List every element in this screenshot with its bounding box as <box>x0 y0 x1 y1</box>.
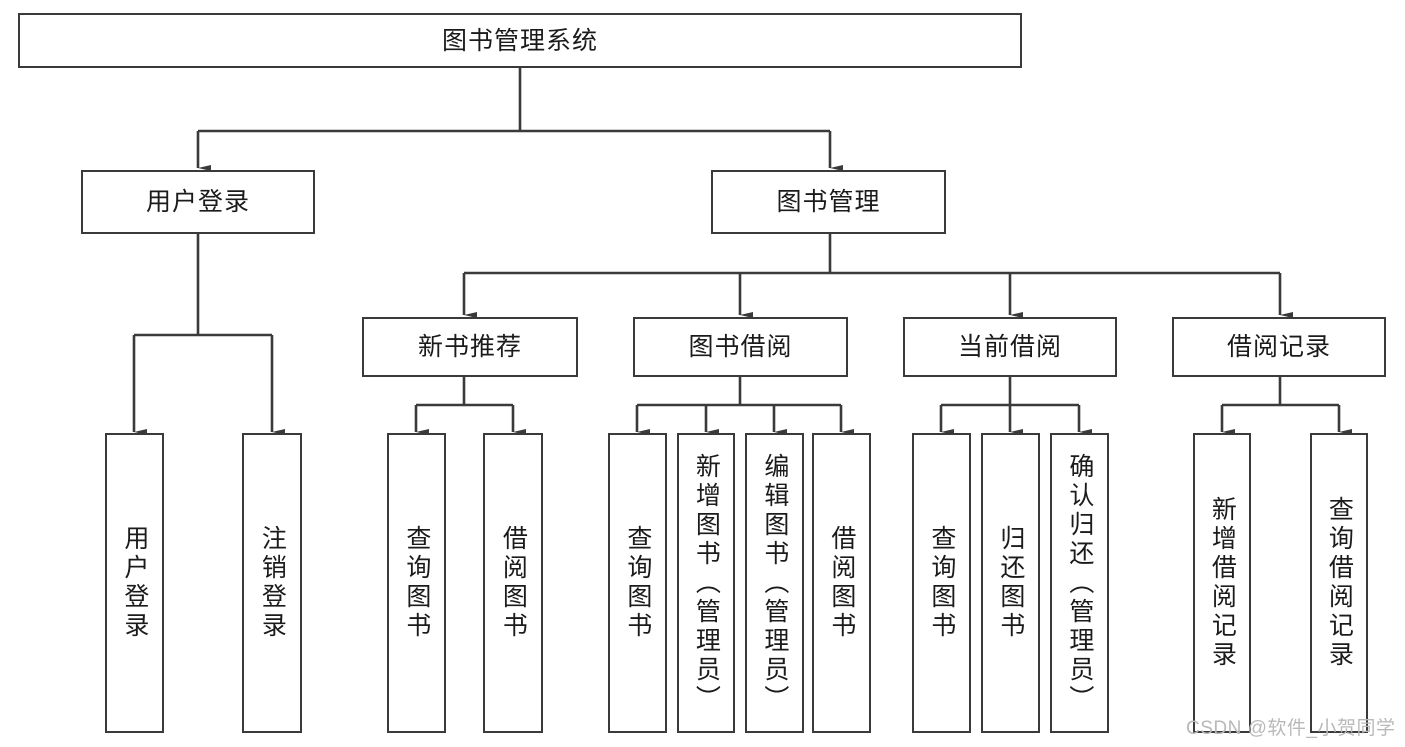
node-new-book-recommend-label: 新书推荐 <box>417 333 522 361</box>
node-book-management[interactable]: 图书管理 <box>711 170 946 234</box>
leaf-add-book-label: 新增图书（管理员） <box>692 452 721 714</box>
leaf-edit-book-label: 编辑图书（管理员） <box>760 452 789 714</box>
node-root-label: 图书管理系统 <box>441 26 598 55</box>
leaf-query-book-2-label: 查询图书 <box>623 525 652 641</box>
leaf-borrow-book-1[interactable]: 借阅图书 <box>483 433 543 733</box>
node-current-borrow-label: 当前借阅 <box>957 333 1062 361</box>
leaf-query-book-1[interactable]: 查询图书 <box>387 433 446 733</box>
node-book-borrow[interactable]: 图书借阅 <box>633 317 848 377</box>
leaf-query-book-3-label: 查询图书 <box>927 525 956 641</box>
leaf-user-login-label: 用户登录 <box>120 525 149 641</box>
leaf-return-book-label: 归还图书 <box>996 525 1025 641</box>
leaf-return-book[interactable]: 归还图书 <box>981 433 1040 733</box>
leaf-borrow-book-2[interactable]: 借阅图书 <box>812 433 871 733</box>
leaf-query-book-1-label: 查询图书 <box>402 525 431 641</box>
leaf-query-book-2[interactable]: 查询图书 <box>608 433 667 733</box>
leaf-query-record-label: 查询借阅记录 <box>1325 496 1354 670</box>
node-book-borrow-label: 图书借阅 <box>688 333 793 361</box>
leaf-add-record-label: 新增借阅记录 <box>1208 496 1237 670</box>
node-borrow-record-label: 借阅记录 <box>1226 333 1331 361</box>
leaf-user-login[interactable]: 用户登录 <box>105 433 164 733</box>
leaf-borrow-book-1-label: 借阅图书 <box>499 525 528 641</box>
node-user-login[interactable]: 用户登录 <box>81 170 315 234</box>
leaf-add-book[interactable]: 新增图书（管理员） <box>677 433 735 733</box>
leaf-edit-book[interactable]: 编辑图书（管理员） <box>745 433 804 733</box>
leaf-confirm-return[interactable]: 确认归还（管理员） <box>1050 433 1109 733</box>
leaf-borrow-book-2-label: 借阅图书 <box>827 525 856 641</box>
leaf-add-record[interactable]: 新增借阅记录 <box>1193 433 1251 733</box>
leaf-confirm-return-label: 确认归还（管理员） <box>1065 452 1094 714</box>
csdn-watermark: CSDN @软件_小贺同学 <box>1186 718 1396 739</box>
leaf-logout-login-label: 注销登录 <box>258 525 287 641</box>
node-user-login-label: 用户登录 <box>145 188 250 216</box>
node-root[interactable]: 图书管理系统 <box>18 13 1022 68</box>
node-borrow-record[interactable]: 借阅记录 <box>1172 317 1386 377</box>
node-current-borrow[interactable]: 当前借阅 <box>903 317 1117 377</box>
node-new-book-recommend[interactable]: 新书推荐 <box>362 317 578 377</box>
leaf-query-book-3[interactable]: 查询图书 <box>912 433 971 733</box>
leaf-query-record[interactable]: 查询借阅记录 <box>1310 433 1368 733</box>
node-book-management-label: 图书管理 <box>776 188 881 216</box>
leaf-logout-login[interactable]: 注销登录 <box>242 433 302 733</box>
